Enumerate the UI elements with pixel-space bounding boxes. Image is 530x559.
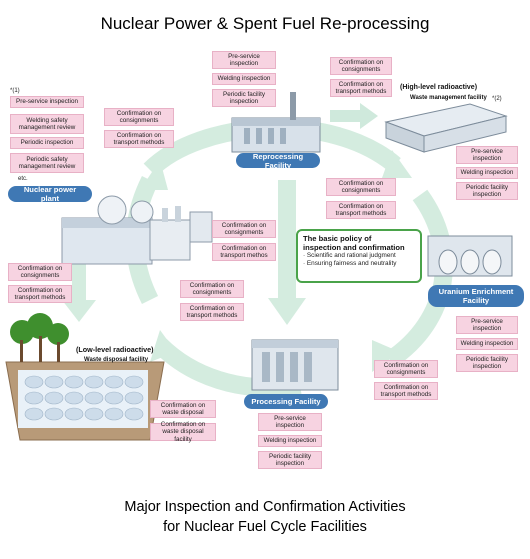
- npp-periodic-inspection: Periodic inspection: [10, 137, 84, 149]
- policy-title-2: inspection and confirmation: [303, 243, 405, 252]
- processing-facility-badge: Processing Facility: [244, 394, 328, 409]
- uranium-label-2: Facility: [462, 296, 490, 305]
- high-level-label-1: (High-level radioactive): [400, 84, 478, 91]
- processing-pre-service-inspection: Pre-service inspection: [258, 413, 322, 431]
- upper-right-periodic-inspection: Periodic facility inspection: [456, 182, 518, 200]
- basic-policy-box: The basic policy of inspection and confi…: [296, 229, 422, 283]
- diagram-caption: Major Inspection and Confirmation Activi…: [0, 497, 530, 537]
- plant-right-confirmation-consignments: Confirmation on consignments: [212, 220, 276, 238]
- low-level-waste-illustration: [5, 313, 165, 441]
- nuclear-plant-illustration: [61, 195, 213, 265]
- note-etc: etc.: [18, 176, 28, 182]
- uranium-pre-service-inspection: Pre-service inspection: [456, 316, 518, 334]
- plant-confirmation-consignments: Confirmation on consignments: [104, 108, 174, 126]
- plant-right-confirmation-transport: Confirmation on transport methos: [212, 243, 276, 261]
- upper-right-welding-inspection: Welding inspection: [456, 167, 518, 179]
- note-marker-1: *(1): [10, 88, 20, 94]
- npp-pre-service-inspection: Pre-service inspection: [10, 96, 84, 108]
- uranium-periodic-inspection: Periodic facility inspection: [456, 354, 518, 372]
- high-level-label-2: Waste management facility: [410, 95, 487, 101]
- uranium-label-1: Uranium Enrichment: [438, 287, 514, 296]
- hl-confirmation-consignments: Confirmation on consignments: [330, 57, 392, 75]
- confirmation-waste-disposal-facility: Confirmation on waste disposal facility: [150, 421, 216, 443]
- reprocessing-facility-badge: Reprocessing Facility: [236, 152, 320, 170]
- low-level-label-1: (Low-level radioactive): [76, 345, 154, 354]
- processing-illustration: [251, 339, 339, 391]
- low-level-label-2: Waste disposal facility: [84, 357, 149, 363]
- reprocessing-illustration: [231, 92, 321, 153]
- high-level-waste-illustration: [384, 103, 508, 153]
- enrich-confirmation-consignments: Confirmation on consignments: [374, 360, 438, 378]
- uranium-enrichment-illustration: [427, 235, 513, 277]
- npp-welding-safety-review: Welding safety management review: [10, 114, 84, 134]
- policy-item-2: · Ensuring fairness and neutrality: [303, 260, 397, 267]
- reprocessing-pre-service-inspection: Pre-service inspection: [212, 51, 276, 69]
- arrow-to-low-level: [62, 262, 96, 322]
- center-confirmation-transport: Confirmation on transport methods: [326, 201, 396, 219]
- uranium-welding-inspection: Welding inspection: [456, 338, 518, 350]
- policy-item-1: · Scientific and rational judgment: [303, 252, 396, 259]
- ll-confirmation-consignments: Confirmation on consignments: [8, 263, 72, 281]
- enrich-confirmation-transport: Confirmation on transport methods: [374, 382, 438, 400]
- inner-arrow: [268, 180, 306, 325]
- caption-line-1: Major Inspection and Confirmation Activi…: [124, 499, 406, 515]
- policy-title-1: The basic policy of: [303, 234, 372, 243]
- ll-confirmation-transport: Confirmation on transport methods: [8, 285, 72, 303]
- nuclear-power-plant-badge: Nuclear power plant: [8, 185, 92, 203]
- hl-confirmation-transport: Confirmation on transport methods: [330, 79, 392, 97]
- arrow-to-high-level: [330, 103, 378, 129]
- note-marker-2: *(2): [492, 96, 502, 102]
- reprocessing-welding-inspection: Welding inspection: [212, 73, 276, 85]
- proc-confirmation-consignments: Confirmation on consignments: [180, 280, 244, 298]
- caption-line-2: for Nuclear Fuel Cycle Facilities: [163, 519, 367, 535]
- proc-confirmation-transport: Confirmation on transport methods: [180, 303, 244, 321]
- center-confirmation-consignments: Confirmation on consignments: [326, 178, 396, 196]
- uranium-enrichment-badge: Uranium Enrichment Facility: [428, 285, 524, 307]
- plant-confirmation-transport: Confirmation on transport methods: [104, 130, 174, 148]
- reprocessing-periodic-inspection: Periodic facility inspection: [212, 89, 276, 107]
- processing-periodic-inspection: Periodic facility inspection: [258, 451, 322, 469]
- npp-periodic-safety-review: Periodic safety management review: [10, 153, 84, 173]
- page-title: Nuclear Power & Spent Fuel Re-processing: [100, 14, 430, 33]
- upper-right-pre-service-inspection: Pre-service inspection: [456, 146, 518, 164]
- confirmation-waste-disposal: Confirmation on waste disposal: [150, 400, 216, 418]
- processing-welding-inspection: Welding inspection: [258, 435, 322, 447]
